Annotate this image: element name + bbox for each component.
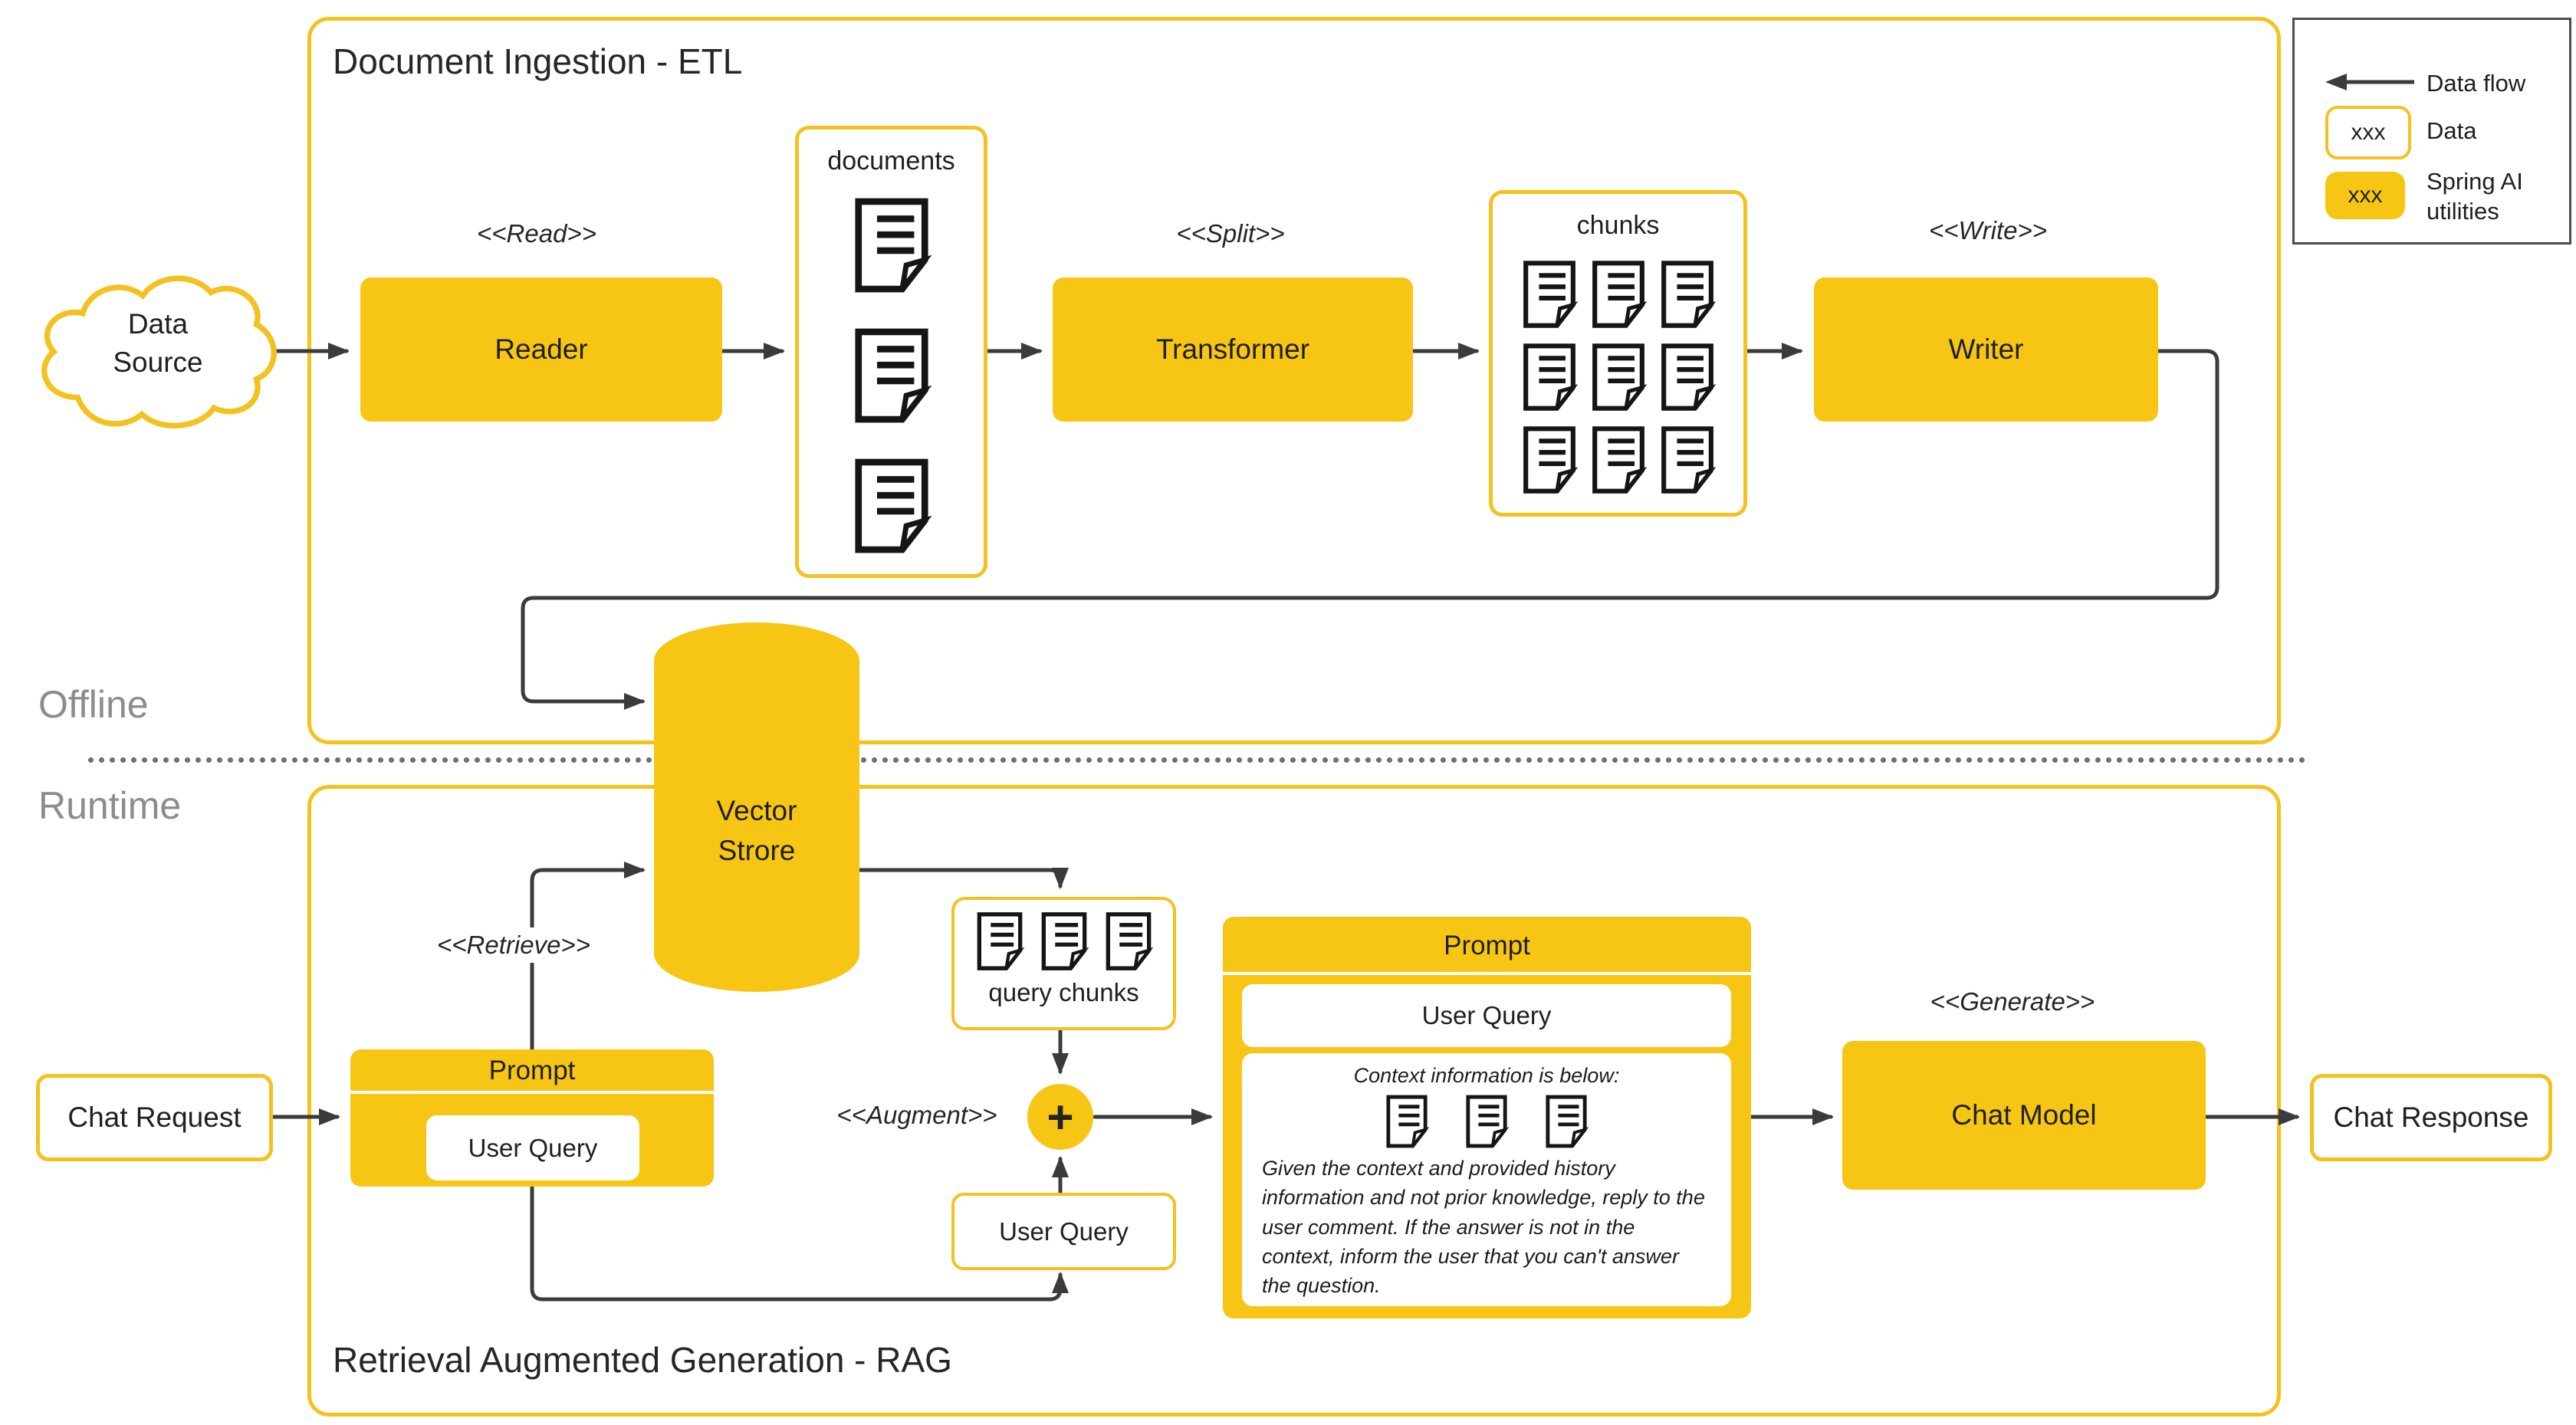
- document-icon: [1590, 259, 1647, 330]
- read-stereotype: <<Read>>: [477, 219, 596, 248]
- context-icons: [1242, 1094, 1731, 1149]
- prompt-small-separator: [350, 1091, 714, 1094]
- generate-stereotype: <<Generate>>: [1930, 987, 2095, 1016]
- legend-spring-chip: xxx: [2325, 172, 2405, 219]
- document-icon: [1521, 342, 1578, 412]
- offline-runtime-divider: [88, 757, 2306, 763]
- document-icon: [1521, 425, 1578, 495]
- prompt-big-context-box: Context information is below: Given the …: [1242, 1053, 1731, 1306]
- document-icon: [1544, 1094, 1589, 1149]
- chunks-box: chunks: [1489, 190, 1747, 517]
- document-icon: [1659, 342, 1716, 412]
- rag-section-box: Retrieval Augmented Generation - RAG: [307, 785, 2281, 1417]
- chat-request-node: Chat Request: [36, 1074, 273, 1161]
- documents-title: documents: [827, 146, 955, 176]
- chat-model-node: Chat Model: [1842, 1041, 2206, 1190]
- document-icon: [852, 327, 932, 425]
- augment-stereotype: <<Augment>>: [836, 1101, 997, 1129]
- document-icon: [1464, 1094, 1509, 1149]
- augment-plus-node: +: [1027, 1084, 1093, 1150]
- query-chunks-label: query chunks: [988, 978, 1139, 1006]
- prompt-small-user-query: User Query: [426, 1115, 639, 1180]
- etl-section-box: Document Ingestion - ETL: [307, 17, 2281, 744]
- write-stereotype: <<Write>>: [1928, 216, 2048, 245]
- legend-spring-label: Spring AI utilities: [2426, 168, 2523, 225]
- legend-data-label: Data: [2426, 117, 2477, 144]
- offline-label: Offline: [38, 683, 149, 726]
- chunks-title: chunks: [1576, 211, 1660, 240]
- document-icon: [852, 196, 932, 294]
- legend-data-chip: xxx: [2325, 106, 2411, 159]
- retrieve-stereotype: <<Retrieve>>: [429, 928, 598, 963]
- chat-response-node: Chat Response: [2310, 1074, 2552, 1161]
- prompt-big-separator: [1223, 972, 1751, 975]
- split-stereotype: <<Split>>: [1176, 219, 1285, 248]
- data-source-cloud: [41, 275, 277, 428]
- etl-section-title: Document Ingestion - ETL: [333, 41, 743, 81]
- writer-node: Writer: [1814, 277, 2158, 422]
- data-source-label: Data Source: [113, 308, 203, 378]
- query-chunks-icons: [955, 911, 1173, 972]
- document-icon: [1590, 342, 1647, 412]
- runtime-label: Runtime: [38, 784, 182, 827]
- document-icon: [1385, 1094, 1429, 1149]
- legend-box: Data flow xxx Data xxx Spring AI utiliti…: [2292, 18, 2571, 245]
- data-flow-label: Data flow: [2426, 70, 2526, 97]
- prompt-big-title: Prompt: [1444, 931, 1530, 960]
- document-icon: [1040, 911, 1089, 972]
- documents-icons: [799, 196, 984, 555]
- vector-store-label: Vector Strore: [716, 795, 797, 866]
- user-query-node: User Query: [951, 1193, 1176, 1270]
- transformer-node: Transformer: [1053, 277, 1413, 422]
- context-instructions: Given the context and provided history i…: [1262, 1157, 1705, 1298]
- document-icon: [1590, 425, 1647, 495]
- vector-store-cylinder: [654, 622, 859, 992]
- context-heading: Context information is below:: [1353, 1064, 1620, 1087]
- document-icon: [1659, 259, 1716, 330]
- prompt-big-user-query: User Query: [1242, 984, 1731, 1047]
- document-icon: [852, 457, 932, 555]
- data-flow-arrow-icon: [2325, 74, 2414, 90]
- documents-box: documents: [795, 126, 987, 578]
- document-icon: [1659, 425, 1716, 495]
- document-icon: [975, 911, 1024, 972]
- prompt-small-title: Prompt: [488, 1056, 576, 1085]
- reader-node: Reader: [360, 277, 722, 422]
- chunks-icons: [1518, 259, 1719, 495]
- rag-section-title: Retrieval Augmented Generation - RAG: [333, 1340, 952, 1380]
- document-icon: [1521, 259, 1578, 330]
- document-icon: [1104, 911, 1153, 972]
- query-chunks-box: query chunks: [951, 897, 1176, 1030]
